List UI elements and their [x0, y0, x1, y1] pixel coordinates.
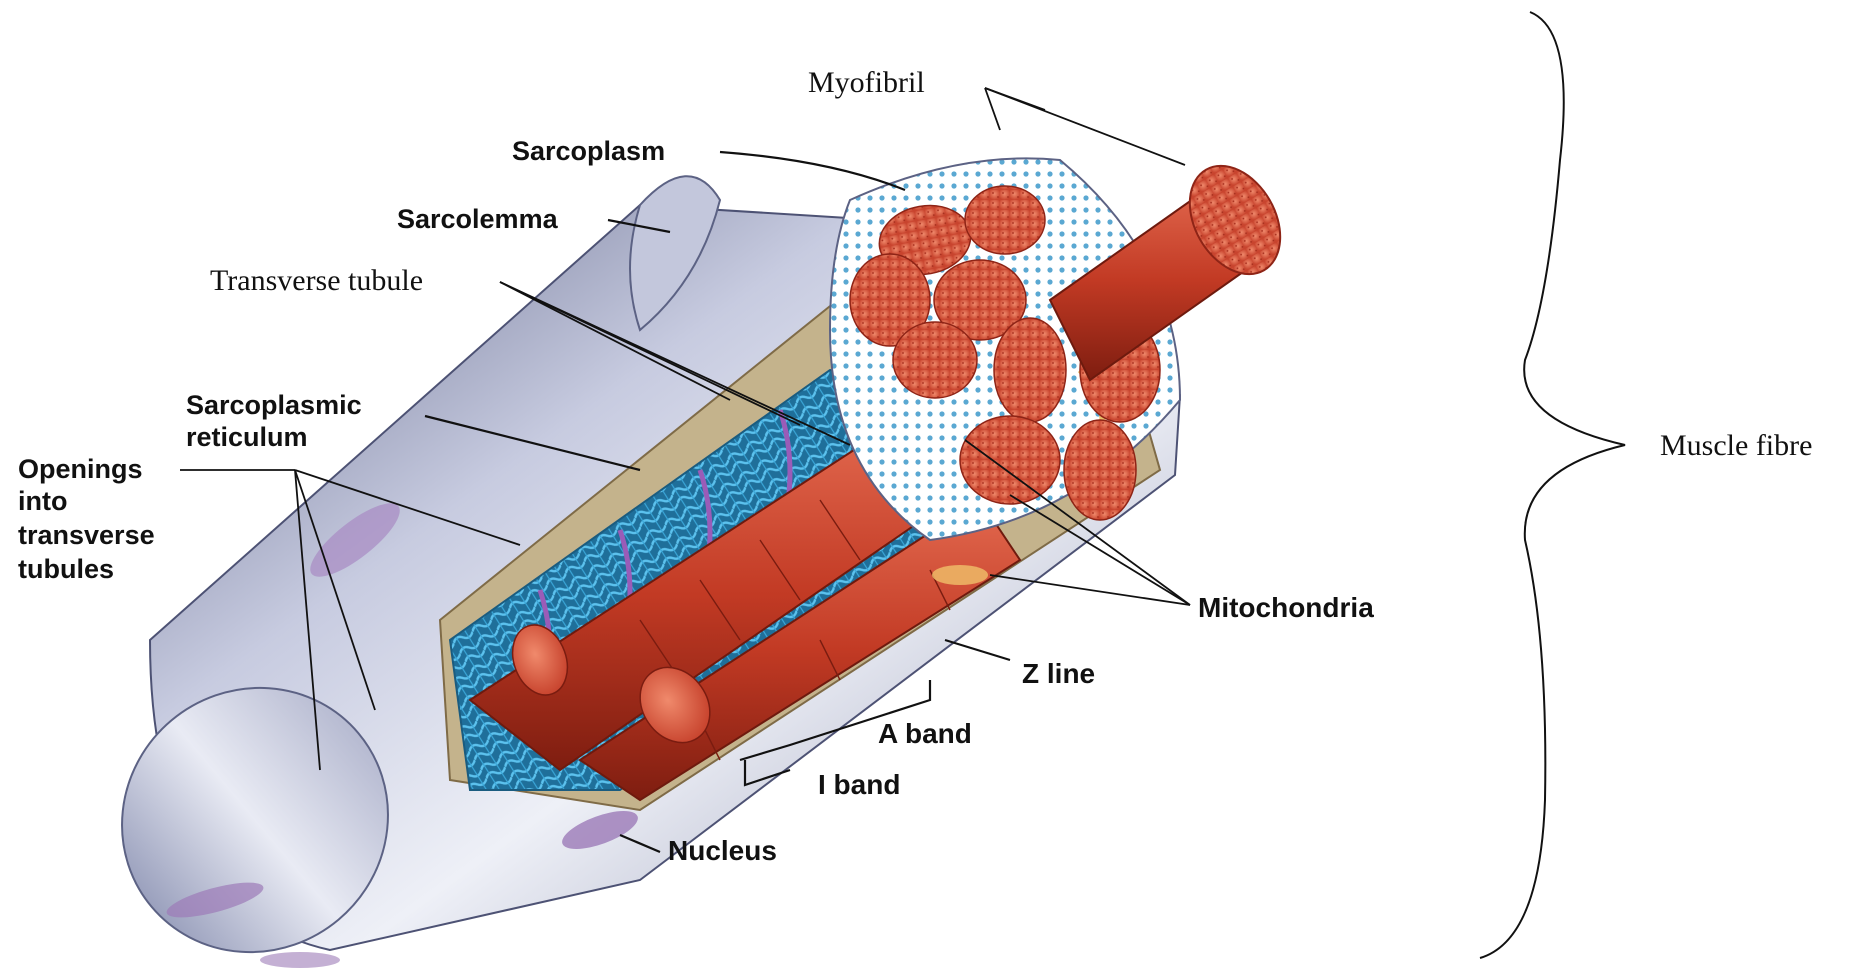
- label-openings-4: tubules: [18, 554, 114, 584]
- label-muscle-fibre: Muscle fibre: [1660, 429, 1812, 462]
- label-mitochondria: Mitochondria: [1198, 592, 1374, 623]
- label-sarcoplasmic-reticulum-2: reticulum: [186, 422, 308, 452]
- label-sarcolemma: Sarcolemma: [397, 204, 559, 234]
- label-sarcoplasmic-reticulum-1: Sarcoplasmic: [186, 390, 362, 420]
- label-openings-2: into: [18, 486, 67, 516]
- label-nucleus: Nucleus: [668, 835, 777, 866]
- label-openings-3: transverse: [18, 520, 155, 550]
- label-a-band: A band: [878, 718, 972, 749]
- label-openings-1: Openings: [18, 454, 143, 484]
- muscle-fibre-brace: [1480, 12, 1625, 958]
- label-transverse-tubule: Transverse tubule: [210, 264, 423, 297]
- label-sarcoplasm: Sarcoplasm: [512, 136, 665, 166]
- label-z-line: Z line: [1022, 658, 1095, 689]
- label-myofibril: Myofibril: [808, 66, 925, 99]
- label-i-band: I band: [818, 769, 900, 800]
